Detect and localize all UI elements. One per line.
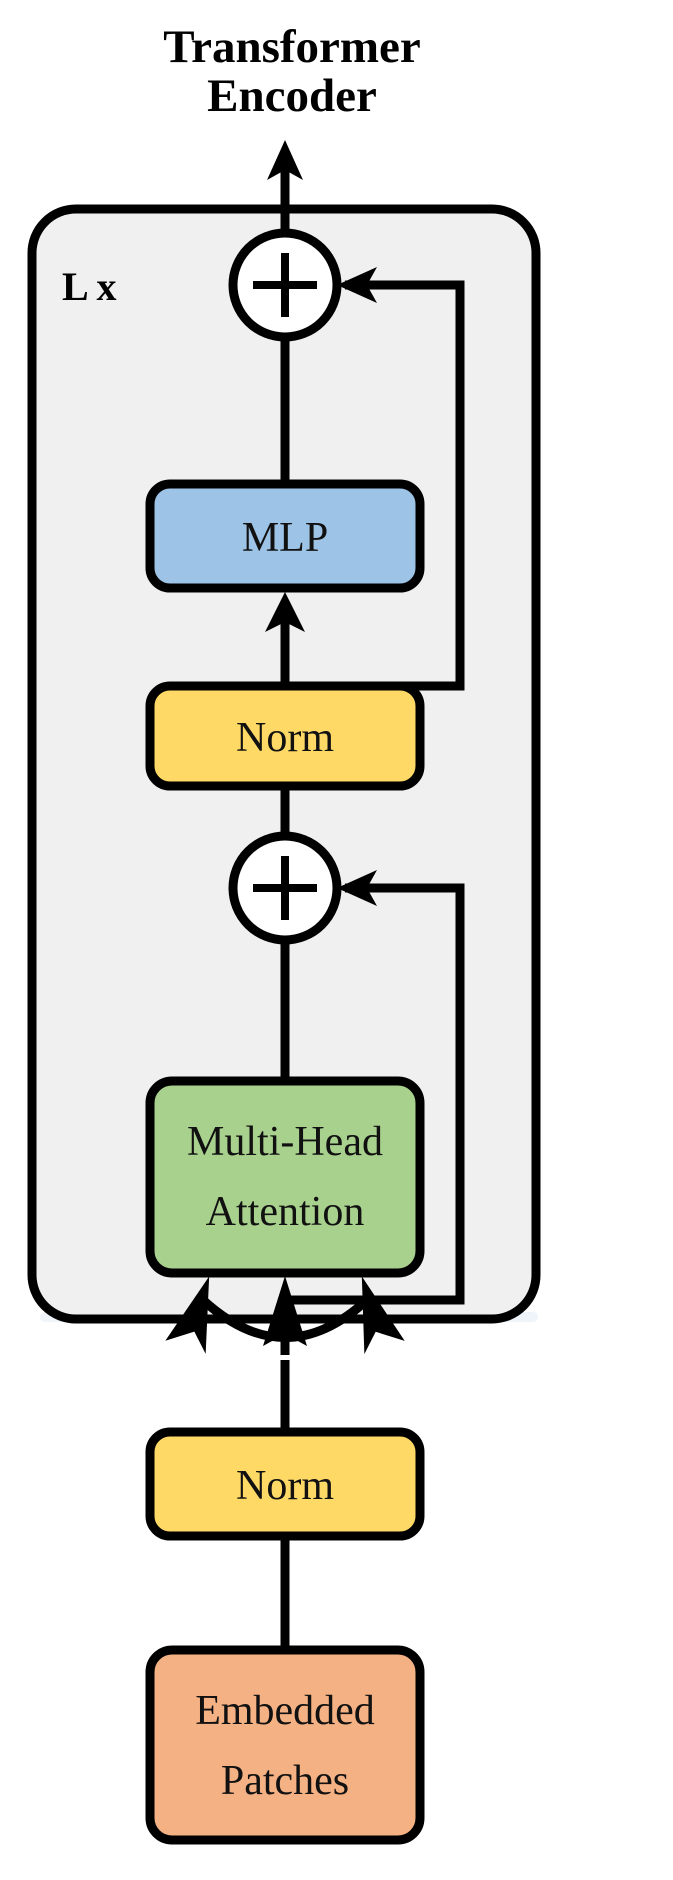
block-mlp-label: MLP — [242, 515, 328, 561]
block-mlp[interactable] — [145, 479, 425, 593]
residual-arrow-head-attention — [337, 870, 377, 906]
block-attention-label-line1: Multi-Head — [187, 1119, 383, 1165]
block-embedded-label-line1: Embedded — [195, 1688, 375, 1734]
block-norm-top-label: Norm — [236, 715, 334, 761]
block-attention-label-line2: Attention — [206, 1189, 365, 1235]
block-embedded-label-line2: Patches — [221, 1758, 349, 1804]
qkv-center-arrow-head — [263, 1276, 307, 1346]
qkv-right-arrow-head — [361, 1276, 405, 1355]
page-title-line2: Encoder — [207, 70, 377, 122]
block-multi-head-attention[interactable] — [145, 1076, 425, 1278]
page-title-line1: Transformer — [163, 21, 421, 73]
block-norm-bottom-label: Norm — [236, 1463, 334, 1509]
residual-arrow-head-mlp — [337, 267, 377, 303]
repeat-count-label: L x — [62, 264, 116, 309]
edge-norm-to-mlp-head — [265, 592, 305, 632]
output-arrow-head — [267, 140, 303, 180]
block-embedded-patches[interactable] — [145, 1645, 425, 1845]
qkv-left-arrow-head — [165, 1276, 210, 1354]
